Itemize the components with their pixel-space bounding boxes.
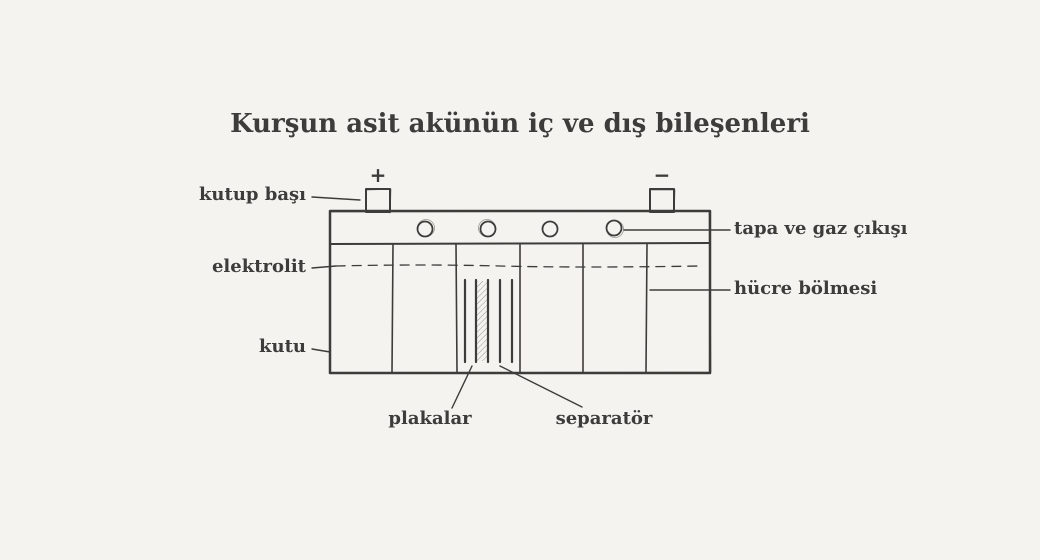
label-cell-divider: hücre bölmesi — [734, 278, 877, 299]
vent-cap — [478, 219, 497, 238]
vent-cap — [541, 220, 559, 238]
label-terminal: kutup başı — [199, 184, 306, 205]
separator-hatch — [477, 281, 487, 361]
label-electrolyte: elektrolit — [212, 256, 307, 277]
label-separator: separatör — [556, 408, 653, 429]
diagram-title: Kurşun asit akünün iç ve dış bileşenleri — [230, 109, 810, 139]
cell-dividers — [391, 243, 648, 373]
negative-sign: − — [654, 163, 671, 187]
electrolyte-level — [335, 264, 701, 268]
leader-lines — [311, 196, 731, 409]
positive-sign: + — [370, 163, 387, 187]
positive-terminal — [365, 188, 392, 214]
plates-group — [463, 278, 514, 364]
negative-terminal — [649, 188, 676, 213]
vent-caps — [416, 219, 624, 238]
vent-cap — [605, 219, 624, 238]
label-plates: plakalar — [388, 408, 472, 429]
label-case: kutu — [259, 336, 306, 357]
vent-cap — [416, 219, 435, 238]
label-vent-cap: tapa ve gaz çıkışı — [734, 218, 908, 239]
